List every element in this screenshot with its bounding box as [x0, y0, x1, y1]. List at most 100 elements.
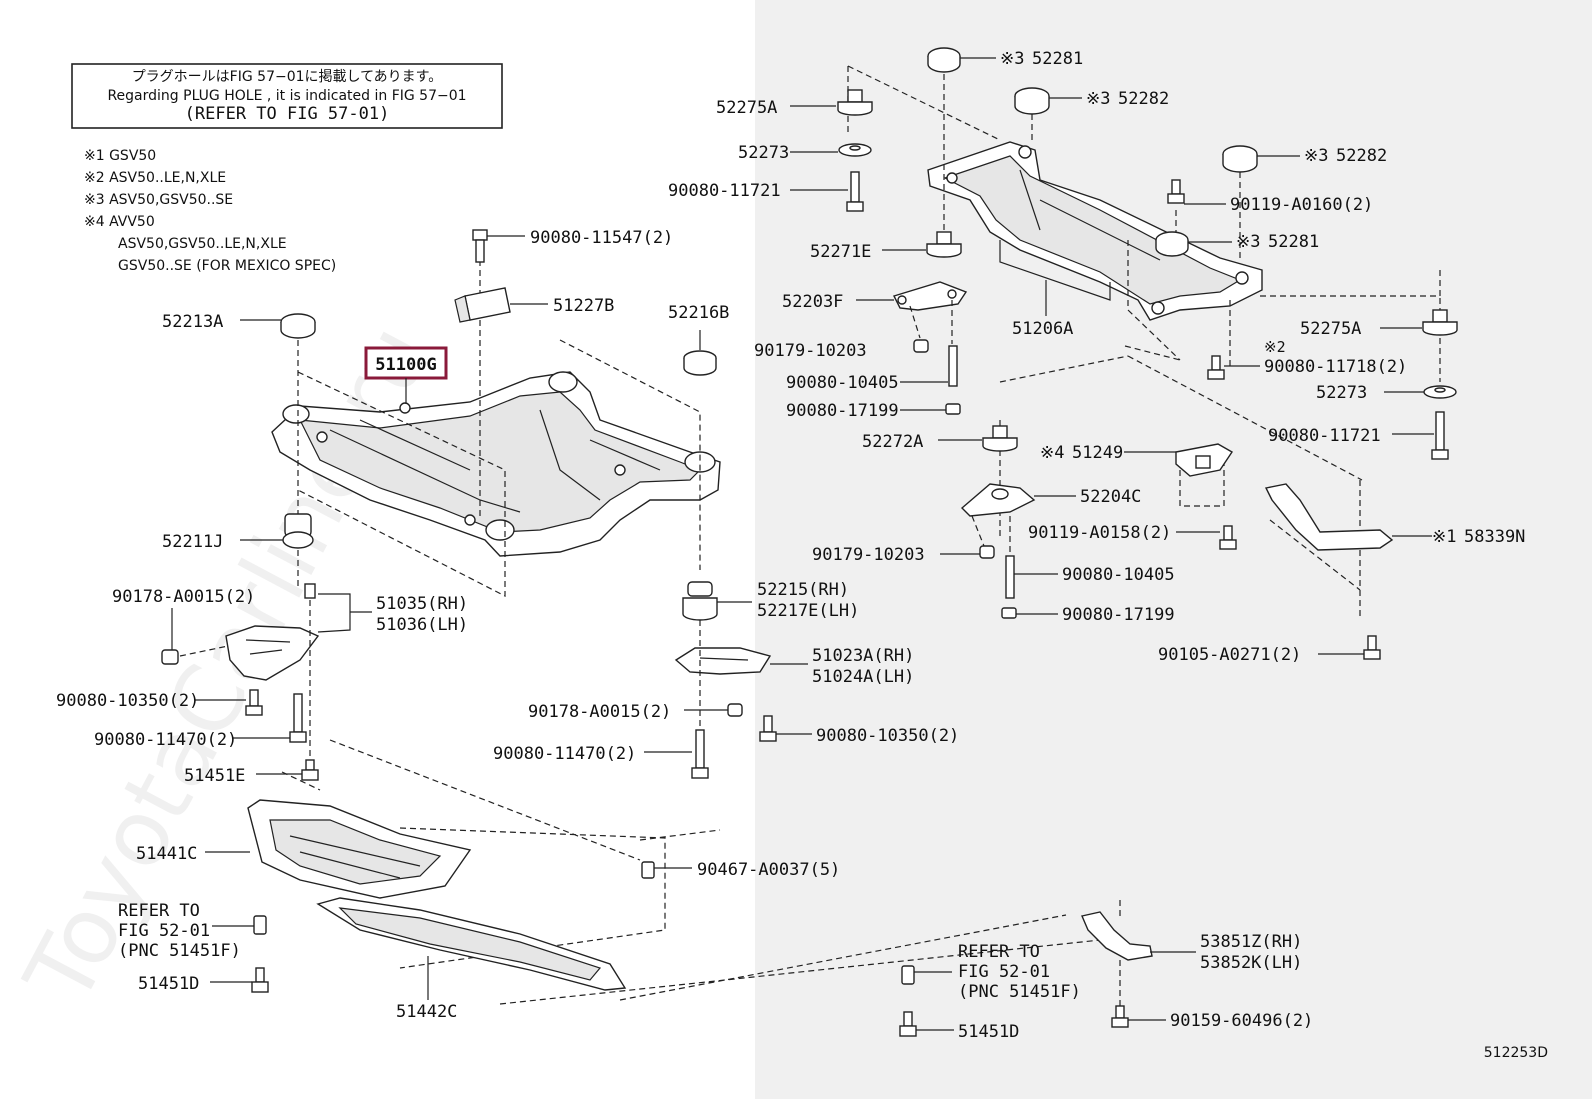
- marker-51249: ※4: [1040, 443, 1064, 463]
- label-53851Z[interactable]: 53851Z(RH): [1200, 932, 1302, 952]
- bolt-90080-11721-left: [846, 171, 864, 212]
- label-51100G[interactable]: 51100G: [375, 355, 436, 375]
- refer-right-line2[interactable]: FIG 52-01: [958, 962, 1050, 982]
- washer-52273-right: [1423, 385, 1457, 399]
- refer-right-line3[interactable]: (PNC 51451F): [958, 982, 1081, 1002]
- nut-90179-10203-top: [913, 339, 929, 353]
- label-51249[interactable]: 51249: [1072, 443, 1123, 463]
- bracket-52204C: [960, 483, 1036, 517]
- label-52275A-left[interactable]: 52275A: [716, 98, 777, 118]
- label-52213A[interactable]: 52213A: [162, 312, 223, 332]
- label-90080-10350-left[interactable]: 90080-10350(2): [56, 691, 199, 711]
- label-51206A[interactable]: 51206A: [1012, 319, 1073, 339]
- label-90080-10405-bottom[interactable]: 90080-10405: [1062, 565, 1175, 585]
- label-52273-right[interactable]: 52273: [1316, 383, 1367, 403]
- bracket-51249: [1175, 443, 1233, 477]
- label-52281-top[interactable]: 52281: [1032, 49, 1083, 69]
- legend-4-line2: ASV50,GSV50..LE,N,XLE: [118, 236, 287, 252]
- label-90179-10203-top[interactable]: 90179-10203: [754, 341, 867, 361]
- refer-right-line1[interactable]: REFER TO: [958, 942, 1040, 962]
- label-52281-right[interactable]: 52281: [1268, 232, 1319, 252]
- nut-90179-10203-bottom: [979, 545, 995, 559]
- notice-box: プラグホールはFIG 57−01に掲載してあります。 Regarding PLU…: [71, 63, 503, 129]
- bracket-51227B: [454, 287, 511, 323]
- label-90119-A0158[interactable]: 90119-A0158(2): [1028, 523, 1171, 543]
- label-51451D-left[interactable]: 51451D: [138, 974, 199, 994]
- bolt-90080-10350-left: [245, 689, 263, 716]
- label-52204C[interactable]: 52204C: [1080, 487, 1141, 507]
- label-90080-11470-right[interactable]: 90080-11470(2): [493, 744, 636, 764]
- bracket-52203F: [893, 281, 968, 311]
- label-53852K[interactable]: 53852K(LH): [1200, 953, 1302, 973]
- label-51036[interactable]: 51036(LH): [376, 615, 468, 635]
- notice-en: Regarding PLUG HOLE , it is indicated in…: [107, 88, 466, 104]
- label-90080-11470-left[interactable]: 90080-11470(2): [94, 730, 237, 750]
- clip-90178-A0015-left: [161, 649, 179, 665]
- bolt-90080-11470-left: [289, 693, 307, 743]
- bracket-53851Z-53852K: [1081, 911, 1153, 961]
- label-90080-11547[interactable]: 90080-11547(2): [530, 228, 673, 248]
- label-51441C[interactable]: 51441C: [136, 844, 197, 864]
- label-90178-A0015-left[interactable]: 90178-A0015(2): [112, 587, 255, 607]
- label-90080-11718[interactable]: 90080-11718(2): [1264, 357, 1407, 377]
- label-52275A-right[interactable]: 52275A: [1300, 319, 1361, 339]
- label-90080-17199-bottom[interactable]: 90080-17199: [1062, 605, 1175, 625]
- bracket-51035-51036: [225, 583, 320, 681]
- bolt-90080-11718: [1207, 355, 1225, 380]
- label-52282-right[interactable]: 52282: [1336, 146, 1387, 166]
- bolt-51451E: [301, 759, 319, 781]
- label-51023A[interactable]: 51023A(RH): [812, 646, 914, 666]
- bolt-90105-A0271: [1363, 635, 1381, 660]
- label-90159-60496[interactable]: 90159-60496(2): [1170, 1011, 1313, 1031]
- label-90080-10405-top[interactable]: 90080-10405: [786, 373, 899, 393]
- label-51035[interactable]: 51035(RH): [376, 594, 468, 614]
- label-90080-11721-left[interactable]: 90080-11721: [668, 181, 781, 201]
- marker-52281-right: ※3: [1236, 232, 1260, 252]
- label-51442C[interactable]: 51442C: [396, 1002, 457, 1022]
- label-52203F[interactable]: 52203F: [782, 292, 843, 312]
- label-90080-11721-right[interactable]: 90080-11721: [1268, 426, 1381, 446]
- stopper-52275A-right: [1422, 309, 1458, 336]
- clip-51451F-right: [901, 965, 915, 985]
- legend-1: ※1 GSV50: [84, 148, 156, 164]
- label-52217E[interactable]: 52217E(LH): [757, 601, 859, 621]
- front-crossmember-illustration: [271, 371, 721, 557]
- legend-4: ※4 AVV50: [84, 214, 155, 230]
- label-90105-A0271[interactable]: 90105-A0271(2): [1158, 645, 1301, 665]
- label-90080-17199-top[interactable]: 90080-17199: [786, 401, 899, 421]
- label-51451E[interactable]: 51451E: [184, 766, 245, 786]
- label-52216B[interactable]: 52216B: [668, 303, 729, 323]
- label-51451D-right[interactable]: 51451D: [958, 1022, 1019, 1042]
- legend: ※1 GSV50 ※2 ASV50..LE,N,XLE ※3 ASV50,GSV…: [84, 148, 336, 274]
- label-90080-10350-right[interactable]: 90080-10350(2): [816, 726, 959, 746]
- bolt-90080-11547: [472, 229, 488, 263]
- label-90179-10203-bottom[interactable]: 90179-10203: [812, 545, 925, 565]
- label-58339N[interactable]: 58339N: [1464, 527, 1525, 547]
- bushing-52282-right: [1222, 145, 1258, 173]
- legend-2: ※2 ASV50..LE,N,XLE: [84, 170, 226, 186]
- refer-left-line2[interactable]: FIG 52-01: [118, 921, 210, 941]
- label-52211J[interactable]: 52211J: [162, 532, 223, 552]
- notice-jp: プラグホールはFIG 57−01に掲載してあります。: [132, 69, 443, 85]
- legend-3: ※3 ASV50,GSV50..SE: [84, 192, 233, 208]
- label-51227B[interactable]: 51227B: [553, 296, 614, 316]
- label-90467-A0037[interactable]: 90467-A0037(5): [697, 860, 840, 880]
- label-51024A[interactable]: 51024A(LH): [812, 667, 914, 687]
- bolt-90080-10350-right: [759, 715, 777, 742]
- label-52273-left[interactable]: 52273: [738, 143, 789, 163]
- clip-90467-A0037: [641, 861, 655, 879]
- label-52215[interactable]: 52215(RH): [757, 580, 849, 600]
- refer-left-line3[interactable]: (PNC 51451F): [118, 941, 241, 961]
- label-52272A[interactable]: 52272A: [862, 432, 923, 452]
- bushing-52215-52217E: [682, 581, 718, 621]
- bushing-52216B: [683, 350, 717, 376]
- label-52282-top[interactable]: 52282: [1118, 89, 1169, 109]
- under-cover-51442C: [316, 897, 627, 991]
- label-90119-A0160[interactable]: 90119-A0160(2): [1230, 195, 1373, 215]
- bushing-52281-top: [927, 47, 961, 73]
- refer-left-line1[interactable]: REFER TO: [118, 901, 200, 921]
- bracket-58339N: [1264, 483, 1394, 551]
- label-90178-A0015-right[interactable]: 90178-A0015(2): [528, 702, 671, 722]
- label-52271E[interactable]: 52271E: [810, 242, 871, 262]
